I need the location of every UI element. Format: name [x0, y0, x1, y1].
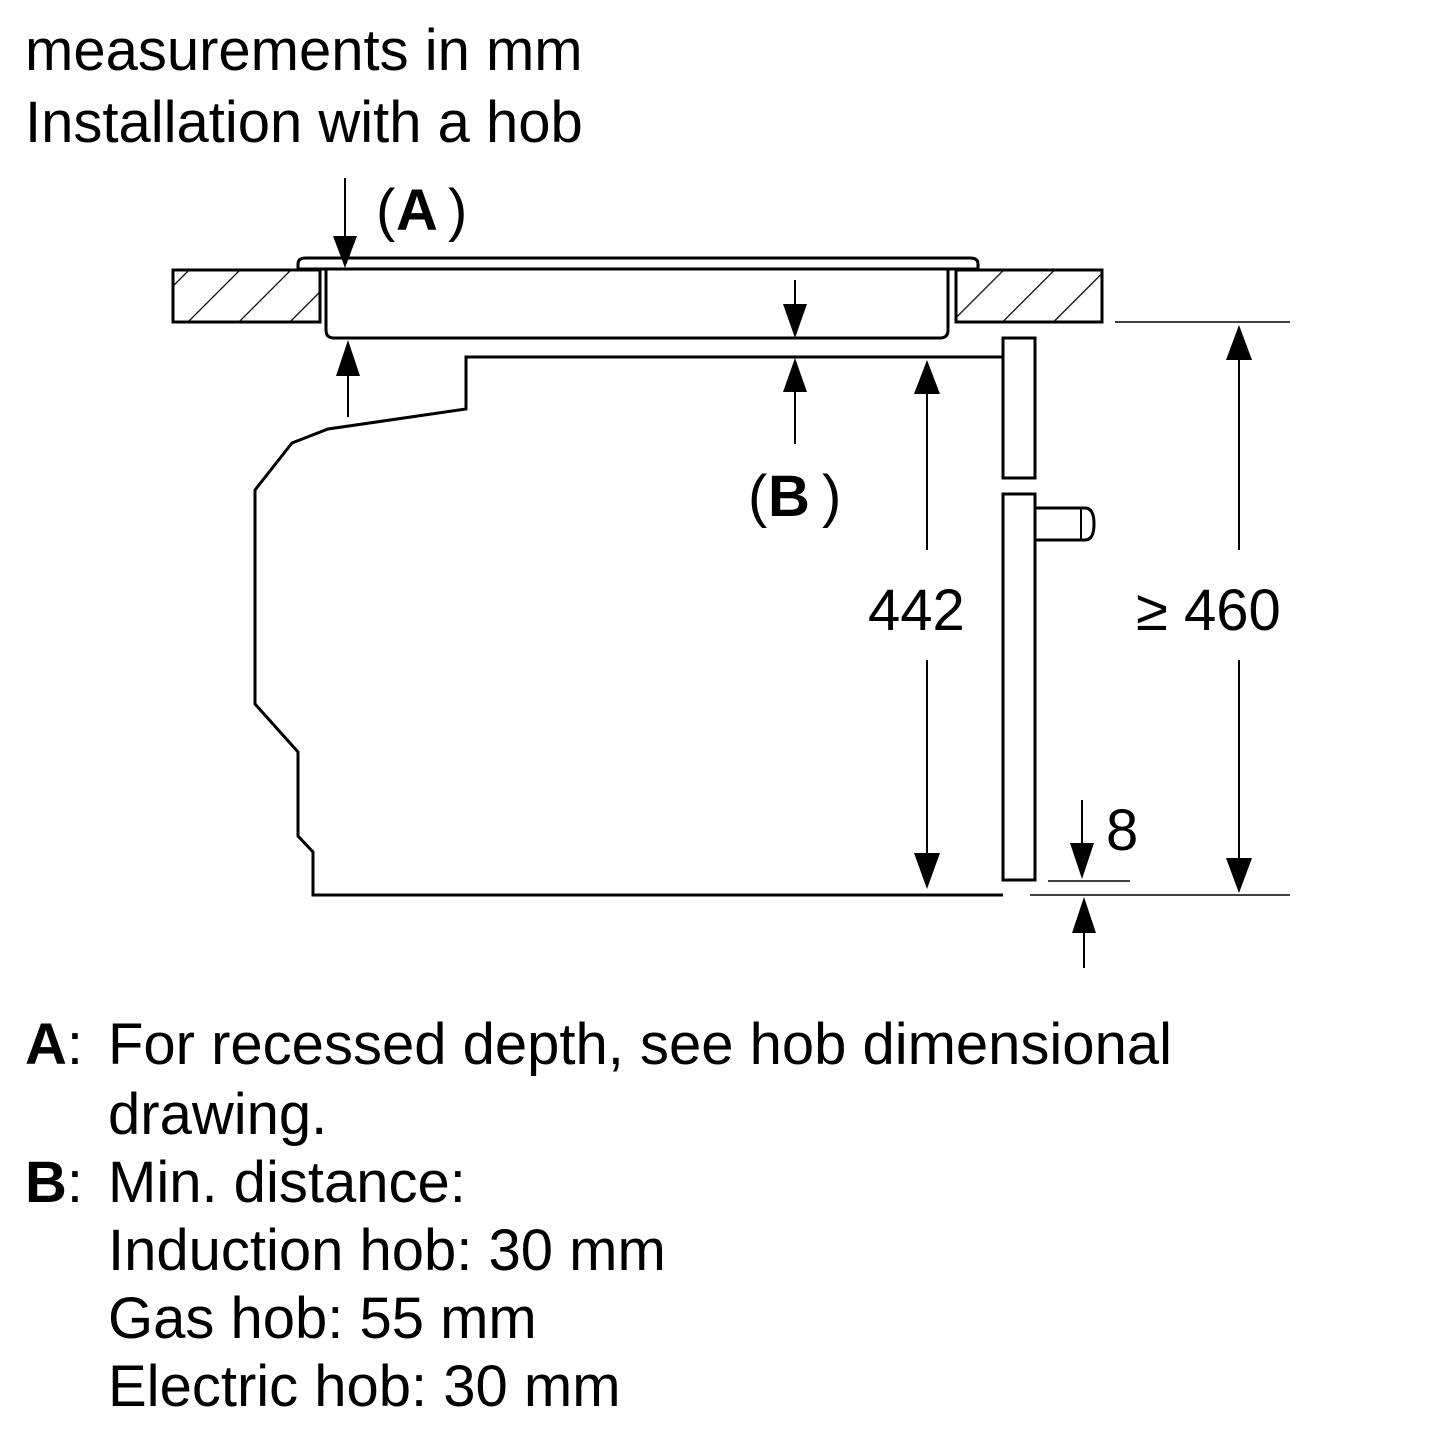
note-a-key: A:	[25, 1012, 84, 1077]
label-442: 442	[868, 578, 965, 643]
note-b-line-2: Induction hob: 30 mm	[108, 1218, 666, 1283]
note-a-line-1: For recessed depth, see hob dimensional	[108, 1012, 1172, 1077]
label-b-close-paren: )	[822, 464, 841, 529]
label-8: 8	[1106, 798, 1138, 863]
label-a-open-paren: (	[376, 178, 395, 243]
header-title: Installation with a hob	[25, 90, 583, 155]
note-a-line-2: drawing.	[108, 1082, 328, 1147]
note-b-line-1: Min. distance:	[108, 1150, 466, 1215]
label-b: B	[768, 464, 810, 529]
dimension-b-arrows	[783, 280, 807, 444]
worktop-left	[171, 268, 322, 324]
hob	[296, 256, 980, 340]
label-a: A	[396, 178, 438, 243]
oven-body	[253, 355, 1003, 897]
label-b-open-paren: (	[748, 464, 767, 529]
note-b-line-4: Electric hob: 30 mm	[108, 1354, 621, 1419]
dimension-a-arrow	[333, 178, 357, 268]
dimension-442	[914, 360, 940, 889]
header-units: measurements in mm	[25, 18, 583, 83]
control-knob-icon	[1035, 506, 1096, 542]
dimension-8	[1048, 800, 1130, 968]
dimension-460	[1030, 321, 1290, 896]
worktop-right	[954, 268, 1104, 324]
label-a-close-paren: )	[448, 178, 467, 243]
dimension-a-lower-arrow	[336, 340, 360, 417]
label-460: ≥ 460	[1136, 578, 1281, 643]
note-b-line-3: Gas hob: 55 mm	[108, 1286, 537, 1351]
oven-front-panel	[1001, 336, 1037, 882]
note-b-key: B:	[25, 1150, 84, 1215]
